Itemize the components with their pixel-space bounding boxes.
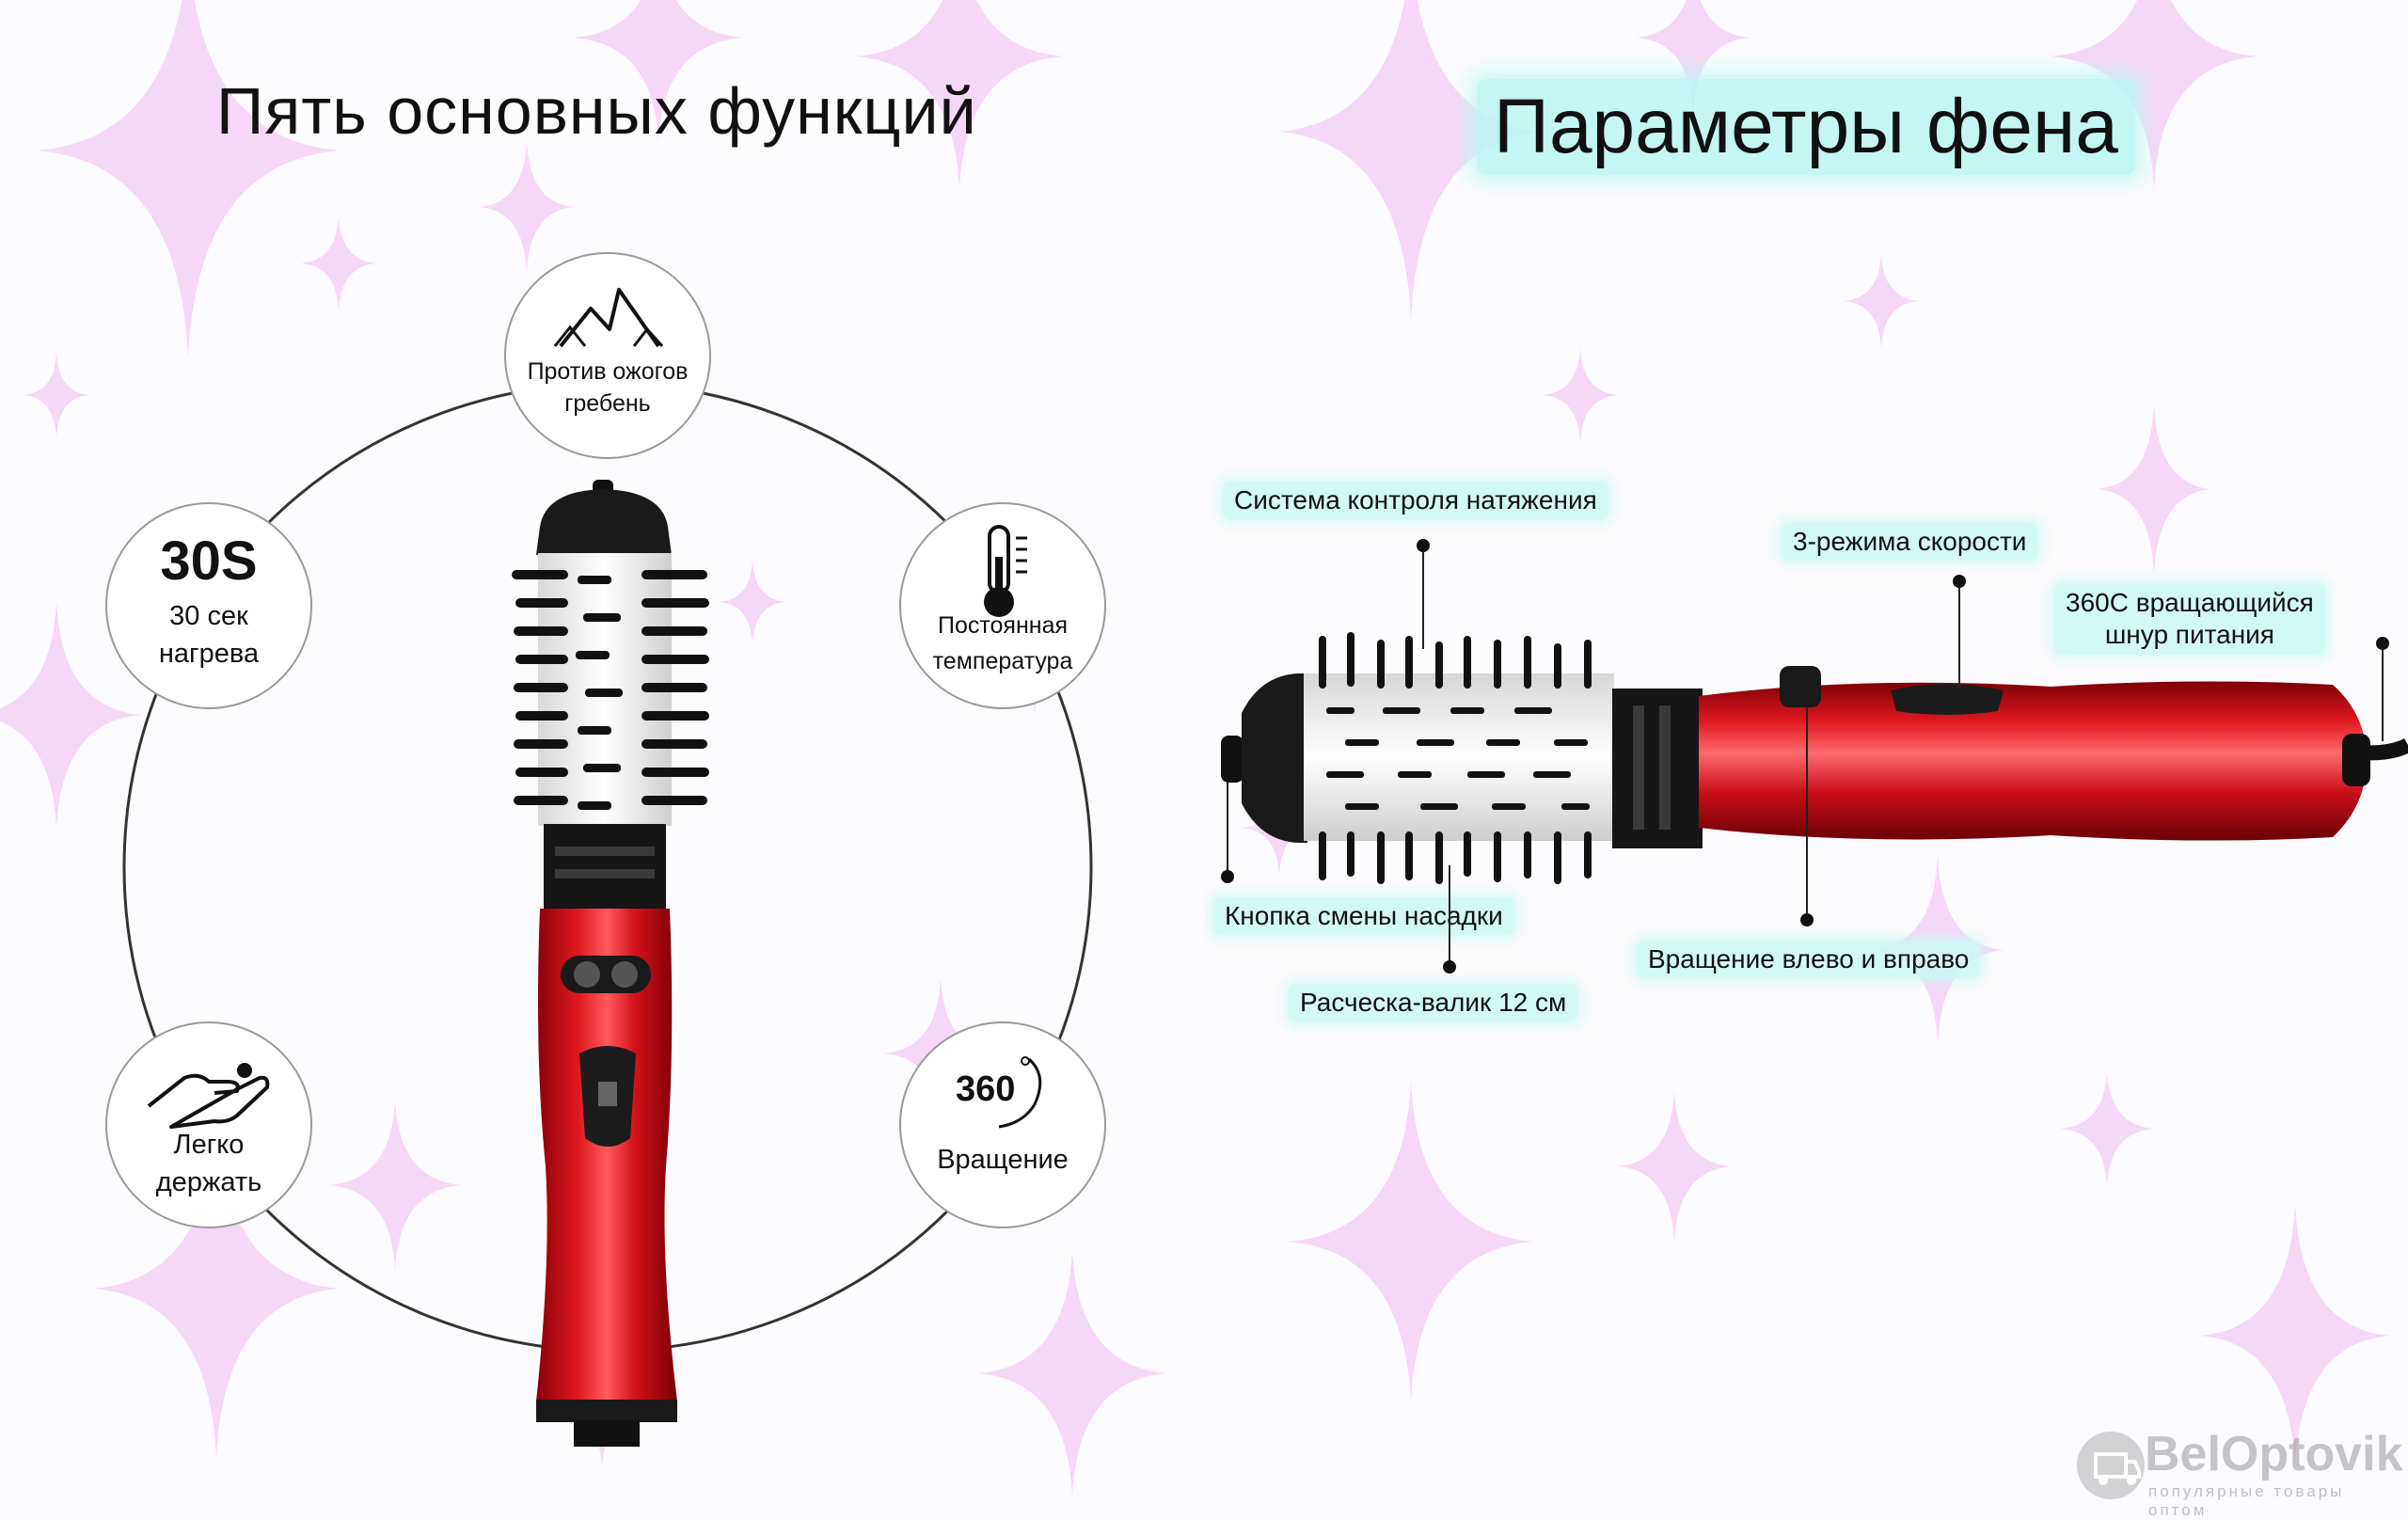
watermark-tagline: популярные товары оптом — [2148, 1482, 2345, 1519]
callout-line: 360С вращающийся — [2066, 588, 2314, 617]
leader-dot — [1221, 870, 1234, 883]
feature-label: Постоянная — [937, 612, 1069, 639]
feature-30s-heating: 30S 30 сек нагрева — [105, 502, 312, 709]
hand-icon — [147, 1063, 270, 1129]
feature-easy-grip: Легко держать — [105, 1021, 312, 1228]
leader-line — [1422, 546, 1424, 649]
feature-label: нагрева — [158, 639, 260, 669]
feature-constant-temperature: Постоянная температура — [899, 502, 1106, 709]
watermark-logo — [2077, 1432, 2145, 1499]
heat-time-value: 30S — [160, 530, 258, 592]
leader-dot — [1443, 960, 1456, 974]
functions-title: Пять основных функций — [216, 74, 977, 148]
feature-rotation: 360 Вращение — [899, 1021, 1106, 1228]
feature-label: Против ожогов — [527, 358, 689, 385]
leader-dot — [1800, 913, 1814, 926]
leader-line — [1958, 581, 1960, 689]
callout-tension-control: Система контроля натяжения — [1223, 482, 1608, 519]
callout-speed-modes: 3-режима скорости — [1782, 523, 2038, 561]
leader-line — [1806, 707, 1808, 920]
feature-anti-burn-comb: Против ожогов гребень — [504, 252, 711, 459]
mountain-icon — [553, 288, 664, 348]
feature-label: гребень — [564, 390, 651, 417]
callout-left-right-rotation: Вращение влево и вправо — [1637, 941, 1981, 978]
leader-line — [2382, 643, 2384, 741]
leader-line — [1449, 865, 1450, 967]
leader-line — [1227, 783, 1228, 877]
watermark-brand: BelOptovik — [2145, 1427, 2403, 1481]
callout-attachment-release: Кнопка смены насадки — [1213, 897, 1514, 935]
feature-label: Легко — [173, 1130, 245, 1160]
hair-styler-image — [512, 480, 709, 1447]
callout-rotating-cord: 360С вращающийся шнур питания — [2054, 583, 2325, 655]
leader-dot — [1417, 539, 1430, 552]
callout-brush-size: Расческа-валик 12 см — [1289, 984, 1578, 1021]
thermometer-icon — [984, 525, 1027, 617]
feature-label: температура — [932, 648, 1073, 674]
hair-styler-side-image — [1221, 632, 2408, 884]
feature-label: держать — [155, 1167, 262, 1197]
feature-label: 30 сек — [169, 601, 248, 631]
rotate-360-icon: 360 — [956, 1056, 1042, 1129]
rotate-360-text: 360 — [956, 1069, 1015, 1109]
feature-label: Вращение — [937, 1145, 1069, 1175]
callout-line: шнур питания — [2104, 620, 2274, 649]
parameters-title: Параметры фена — [1477, 79, 2135, 175]
functions-panel: Пять основных функций — [0, 0, 1204, 1505]
parameters-panel: Параметры фена — [1204, 0, 2408, 1505]
leader-dot — [2376, 637, 2389, 650]
leader-dot — [1953, 575, 1966, 588]
